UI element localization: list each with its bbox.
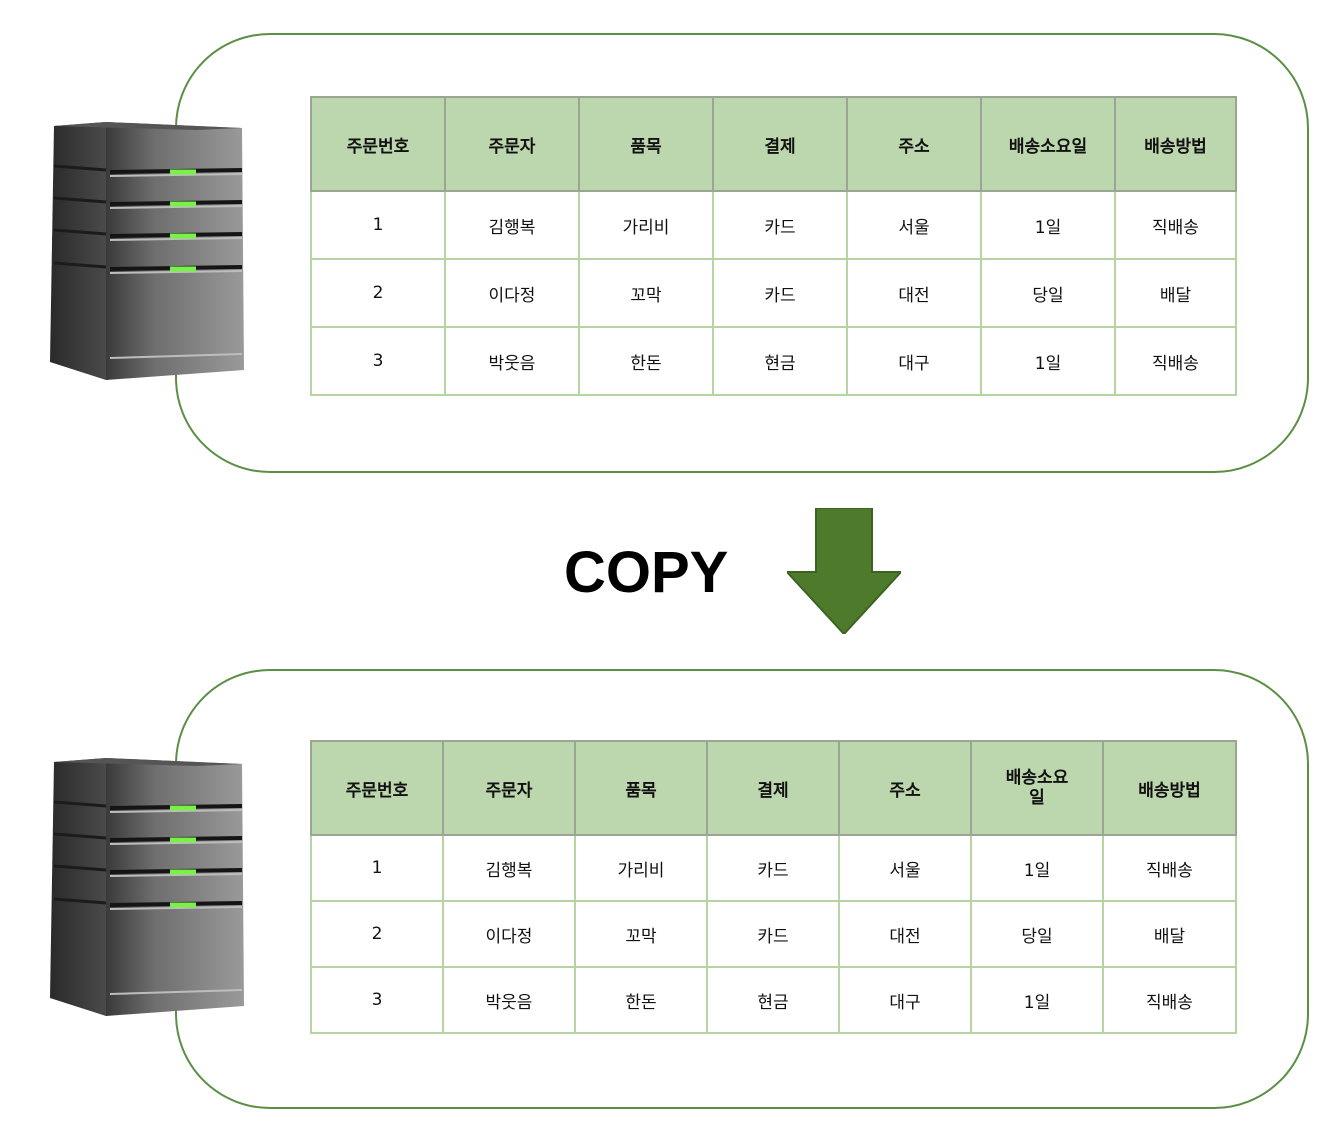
header-delivery-method: 배송방법 bbox=[1114, 96, 1237, 192]
server-icon bbox=[50, 758, 244, 1016]
table-row: 2 이다정 꼬막 카드 대전 당일 배달 bbox=[310, 258, 1237, 328]
table-row: 1 김행복 가리비 카드 서울 1일 직배송 bbox=[310, 190, 1237, 260]
table-cell: 1 bbox=[310, 190, 446, 260]
header-item: 품목 bbox=[574, 740, 708, 836]
table-cell: 현금 bbox=[706, 966, 840, 1034]
table-cell: 1 bbox=[310, 834, 444, 902]
table-cell: 한돈 bbox=[578, 326, 714, 396]
table-cell: 이다정 bbox=[442, 900, 576, 968]
table-cell: 박웃음 bbox=[444, 326, 580, 396]
table-cell: 직배송 bbox=[1114, 190, 1237, 260]
table-cell: 꼬막 bbox=[578, 258, 714, 328]
table-cell: 카드 bbox=[712, 190, 848, 260]
table-cell: 서울 bbox=[838, 834, 972, 902]
header-customer: 주문자 bbox=[442, 740, 576, 836]
table-cell: 카드 bbox=[712, 258, 848, 328]
table-cell: 1일 bbox=[980, 326, 1116, 396]
header-item: 품목 bbox=[578, 96, 714, 192]
table-cell: 한돈 bbox=[574, 966, 708, 1034]
table-cell: 대구 bbox=[846, 326, 982, 396]
header-delivery-days: 배송소요 일 bbox=[970, 740, 1104, 836]
table-cell: 1일 bbox=[970, 834, 1104, 902]
table-cell: 현금 bbox=[712, 326, 848, 396]
table-cell: 2 bbox=[310, 900, 444, 968]
table-cell: 배달 bbox=[1102, 900, 1237, 968]
table-cell: 가리비 bbox=[574, 834, 708, 902]
table-cell: 직배송 bbox=[1102, 966, 1237, 1034]
table-cell: 카드 bbox=[706, 834, 840, 902]
table-row: 3 박웃음 한돈 현금 대구 1일 직배송 bbox=[310, 326, 1237, 396]
table-cell: 이다정 bbox=[444, 258, 580, 328]
table-header-row: 주문번호 주문자 품목 결제 주소 배송소요 일 배송방법 bbox=[310, 740, 1237, 836]
table-cell: 당일 bbox=[980, 258, 1116, 328]
table-cell: 대구 bbox=[838, 966, 972, 1034]
table-cell: 박웃음 bbox=[442, 966, 576, 1034]
table-cell: 김행복 bbox=[442, 834, 576, 902]
table-cell: 2 bbox=[310, 258, 446, 328]
table-row: 2 이다정 꼬막 카드 대전 당일 배달 bbox=[310, 900, 1237, 968]
copy-label: COPY bbox=[564, 540, 729, 605]
table-cell: 직배송 bbox=[1114, 326, 1237, 396]
table-cell: 1일 bbox=[970, 966, 1104, 1034]
header-order-number: 주문번호 bbox=[310, 740, 444, 836]
table-cell: 서울 bbox=[846, 190, 982, 260]
table-header-row: 주문번호 주문자 품목 결제 주소 배송소요일 배송방법 bbox=[310, 96, 1237, 192]
table-cell: 꼬막 bbox=[574, 900, 708, 968]
source-order-table: 주문번호 주문자 품목 결제 주소 배송소요일 배송방법 1 김행복 가리비 카… bbox=[310, 96, 1237, 396]
table-cell: 직배송 bbox=[1102, 834, 1237, 902]
server-icon bbox=[50, 122, 244, 380]
table-cell: 대전 bbox=[838, 900, 972, 968]
table-cell: 당일 bbox=[970, 900, 1104, 968]
header-delivery-days: 배송소요일 bbox=[980, 96, 1116, 192]
header-payment: 결제 bbox=[712, 96, 848, 192]
table-cell: 3 bbox=[310, 326, 446, 396]
table-row: 1 김행복 가리비 카드 서울 1일 직배송 bbox=[310, 834, 1237, 902]
header-address: 주소 bbox=[838, 740, 972, 836]
table-cell: 3 bbox=[310, 966, 444, 1034]
table-cell: 카드 bbox=[706, 900, 840, 968]
table-cell: 김행복 bbox=[444, 190, 580, 260]
header-customer: 주문자 bbox=[444, 96, 580, 192]
table-cell: 배달 bbox=[1114, 258, 1237, 328]
header-payment: 결제 bbox=[706, 740, 840, 836]
header-order-number: 주문번호 bbox=[310, 96, 446, 192]
header-delivery-method: 배송방법 bbox=[1102, 740, 1237, 836]
header-address: 주소 bbox=[846, 96, 982, 192]
table-row: 3 박웃음 한돈 현금 대구 1일 직배송 bbox=[310, 966, 1237, 1034]
table-cell: 대전 bbox=[846, 258, 982, 328]
target-order-table: 주문번호 주문자 품목 결제 주소 배송소요 일 배송방법 1 김행복 가리비 … bbox=[310, 740, 1237, 1034]
table-cell: 가리비 bbox=[578, 190, 714, 260]
table-cell: 1일 bbox=[980, 190, 1116, 260]
arrow-down-icon bbox=[787, 508, 901, 634]
